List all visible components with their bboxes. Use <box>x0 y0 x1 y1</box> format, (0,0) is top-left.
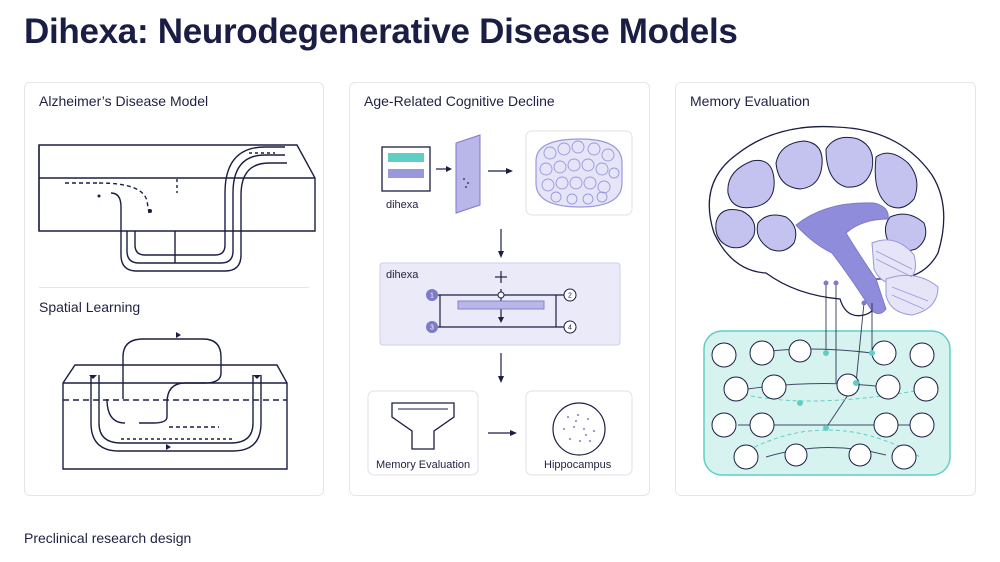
brain-network-diagram <box>703 125 951 476</box>
vial-label: dihexa <box>386 199 419 211</box>
alzheimers-maze-diagram <box>38 144 316 272</box>
page-title: Dihexa: Neurodegenerative Disease Models <box>24 12 738 51</box>
panel-alzheimers-spatial: Alzheimer’s Disease Model Spatial Learni… <box>24 82 324 496</box>
hippocampus-label: Hippocampus <box>544 459 612 471</box>
tissue-section-icon <box>525 130 633 216</box>
spatial-learning-title: Spatial Learning <box>39 299 141 315</box>
dihexa-vial-icon <box>381 146 431 192</box>
panel-cognitive-decline: Age-Related Cognitive Decline <box>349 82 650 496</box>
cognitive-decline-diagram: 1 3 2 4 <box>367 130 633 476</box>
device-node-1: 1 <box>430 293 434 300</box>
memory-evaluation-title: Memory Evaluation <box>690 93 810 109</box>
footer-caption: Preclinical research design <box>24 530 192 546</box>
device-node-3: 3 <box>430 325 434 332</box>
hippocampus-icon <box>525 390 633 476</box>
panel-divider <box>39 287 309 288</box>
device-label: dihexa <box>386 269 419 281</box>
cognitive-decline-title: Age-Related Cognitive Decline <box>364 93 555 109</box>
device-node-2: 2 <box>568 293 572 300</box>
memory-evaluation-label: Memory Evaluation <box>376 459 471 471</box>
spatial-maze-diagram <box>62 332 288 470</box>
device-node-4: 4 <box>568 325 572 332</box>
brain-icon <box>708 125 945 317</box>
memory-evaluation-icon <box>367 390 479 476</box>
alzheimers-model-title: Alzheimer’s Disease Model <box>39 93 209 109</box>
neural-network-panel <box>703 280 951 476</box>
panel-memory-evaluation: Memory Evaluation <box>675 82 976 496</box>
sample-slab-icon <box>455 134 481 214</box>
dihexa-device-diagram <box>379 262 621 346</box>
